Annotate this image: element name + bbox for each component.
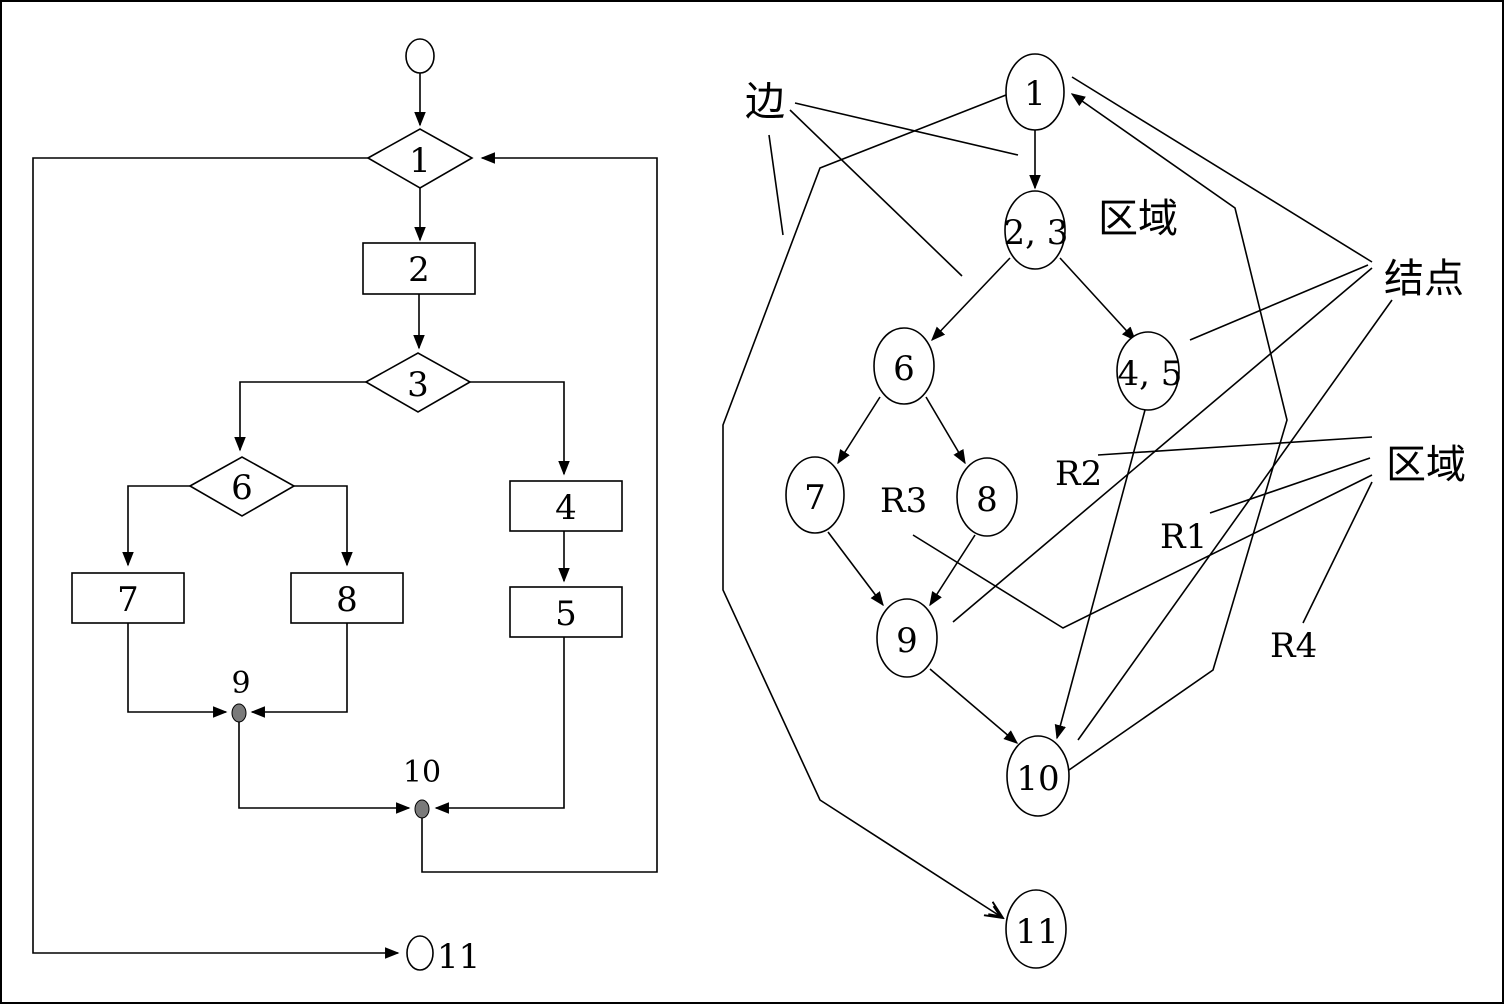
- pointer-edge-1: [768, 134, 784, 236]
- flowchart-junction-10: [414, 799, 430, 819]
- flowchart-node-5-label: 5: [555, 594, 577, 634]
- graph-node-6: [873, 327, 935, 405]
- graph-node-23: [1004, 190, 1066, 270]
- graph-node-45-label: 4, 5: [1118, 354, 1183, 394]
- pointer-region-r1: [1209, 457, 1371, 514]
- flowchart-node-3-label: 3: [407, 365, 429, 405]
- pointer-node-1: [1071, 76, 1373, 263]
- graph-node-6-label: 6: [893, 349, 915, 389]
- edge-1-11-graph: [722, 94, 1007, 918]
- edge-10-1-graph: [1068, 93, 1288, 771]
- graph-node-7: [785, 456, 845, 534]
- flowchart-process-4: [509, 480, 623, 532]
- edge-6-8: [294, 485, 353, 567]
- pointer-edge-3: [794, 102, 1019, 156]
- graph-node-1-label: 1: [1024, 74, 1046, 114]
- edge-8-9-graph: [929, 534, 976, 607]
- flowchart-node-4-label: 4: [555, 488, 577, 528]
- edge-3-4: [470, 381, 570, 476]
- flowchart-node-8-label: 8: [336, 580, 358, 620]
- region-r4-label: R4: [1270, 626, 1317, 666]
- edge-9-10-graph: [929, 668, 1019, 744]
- flowchart-node-9-label: 9: [231, 666, 250, 701]
- flowchart-process-2: [362, 242, 476, 295]
- flowchart-decision-1: [366, 128, 474, 189]
- flowgraph: 1 2, 3 6 4, 5 7 8 9 10 11 边 区域 结点 区域 R2 …: [722, 53, 1466, 969]
- end-circle: [406, 935, 434, 971]
- edge-8-9: [250, 623, 348, 718]
- graph-node-1: [1005, 53, 1065, 131]
- flowchart-process-7: [71, 572, 185, 624]
- flowchart-process-8: [290, 572, 404, 624]
- pointer-region-r2: [1097, 436, 1373, 456]
- flowchart-node-10-label: 10: [403, 755, 441, 790]
- region-r2-label: R2: [1055, 454, 1102, 494]
- edge-23-6: [931, 257, 1011, 342]
- graph-node-8-label: 8: [976, 480, 998, 520]
- edge-5-10: [434, 637, 565, 814]
- edge-23-45: [1059, 257, 1136, 342]
- graph-node-10: [1006, 735, 1070, 817]
- pointer-edge-2: [789, 109, 963, 277]
- edge-annotation-label: 边: [745, 79, 785, 125]
- region-annotation-label-right: 区域: [1386, 442, 1466, 488]
- edge-9-10: [238, 722, 411, 814]
- graph-node-8: [956, 457, 1018, 537]
- edge-6-8-graph: [925, 396, 966, 465]
- flowchart-node-1-label: 1: [409, 141, 431, 181]
- pointer-node-10: [1077, 299, 1393, 741]
- flowchart-junction-9: [231, 703, 247, 723]
- flowchart-process-5: [509, 586, 623, 638]
- graph-node-9: [876, 598, 938, 678]
- graph-node-11: [1005, 889, 1067, 969]
- graph-node-11-label: 11: [1015, 912, 1058, 952]
- pointer-node-45: [1189, 264, 1369, 341]
- edge-7-9: [127, 623, 228, 718]
- flowchart-node-11-label: 11: [437, 937, 480, 977]
- region-r3-label: R3: [880, 481, 927, 521]
- region-r1-label: R1: [1160, 517, 1207, 557]
- graph-node-9-label: 9: [896, 621, 918, 661]
- graph-node-45: [1116, 331, 1180, 411]
- edge-45-10-graph: [1054, 409, 1146, 740]
- edge-7-9-graph: [827, 531, 884, 607]
- graph-node-10-label: 10: [1016, 759, 1059, 799]
- flowchart-node-7-label: 7: [117, 580, 139, 620]
- start-circle: [405, 38, 435, 74]
- edge-3-6: [234, 381, 366, 452]
- pointer-region-r3: [912, 474, 1373, 629]
- edge-10-1-loop: [421, 152, 658, 873]
- pointer-node-9: [952, 267, 1373, 623]
- graph-node-23-label: 2, 3: [1004, 213, 1069, 253]
- edge-6-7: [122, 485, 190, 567]
- flowchart-node-2-label: 2: [408, 250, 430, 290]
- edge-1-11: [32, 157, 400, 959]
- pointer-region-r4: [1302, 481, 1373, 624]
- flowchart-node-6-label: 6: [231, 468, 253, 508]
- flowchart: 1 2 3 6 7 8 4 5: [32, 38, 658, 977]
- region-annotation-label-top: 区域: [1098, 196, 1178, 242]
- node-annotation-label: 结点: [1384, 256, 1464, 302]
- edge-6-7-graph: [837, 396, 881, 465]
- graph-node-7-label: 7: [804, 478, 826, 518]
